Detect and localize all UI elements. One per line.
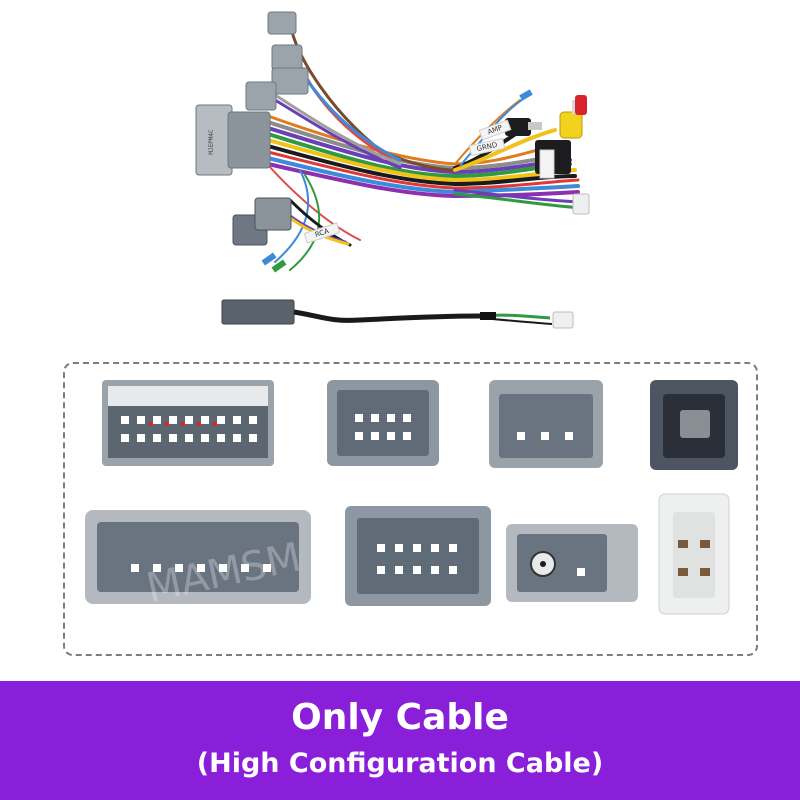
connector-round-pin <box>506 524 638 602</box>
rca-red-plug <box>575 95 587 115</box>
banner-subtitle: (High Configuration Cable) <box>196 748 604 779</box>
white-connector-small <box>572 193 590 215</box>
connector-closeup-panel: MAMSM <box>63 362 758 656</box>
connector-label: MJEPM4C <box>208 129 215 155</box>
caption-banner: Only Cable (High Configuration Cable) <box>0 681 800 800</box>
connector-large-24pin <box>102 380 274 466</box>
connector-closeups: MAMSM <box>85 380 738 615</box>
connector-large-bottom <box>85 510 311 604</box>
small-gray-connector-1 <box>267 11 297 35</box>
main-gray-connector: MJEPM4C <box>195 104 271 176</box>
connector-white-4pin <box>658 493 730 615</box>
connector-6pin-top <box>489 380 603 468</box>
small-gray-connector-3 <box>271 67 309 95</box>
lower-gray-connector <box>232 197 292 246</box>
connector-16pin-top <box>327 380 439 466</box>
rca-black-plug <box>505 118 542 136</box>
small-gray-connector-4 <box>245 81 277 111</box>
blue-tip-wire-end <box>519 89 533 101</box>
connector-dark-square <box>650 380 738 470</box>
connector-16pin-bottom <box>345 506 491 606</box>
small-gray-connector-2 <box>271 44 303 71</box>
banner-title: Only Cable <box>291 697 509 738</box>
wire-tags: GRND RCA AMP <box>303 119 555 244</box>
wiring-harness-image: MJEPM4C GRND RCA AMP <box>195 11 590 329</box>
wire-terminals <box>261 252 287 273</box>
adapter-cable <box>221 299 574 329</box>
